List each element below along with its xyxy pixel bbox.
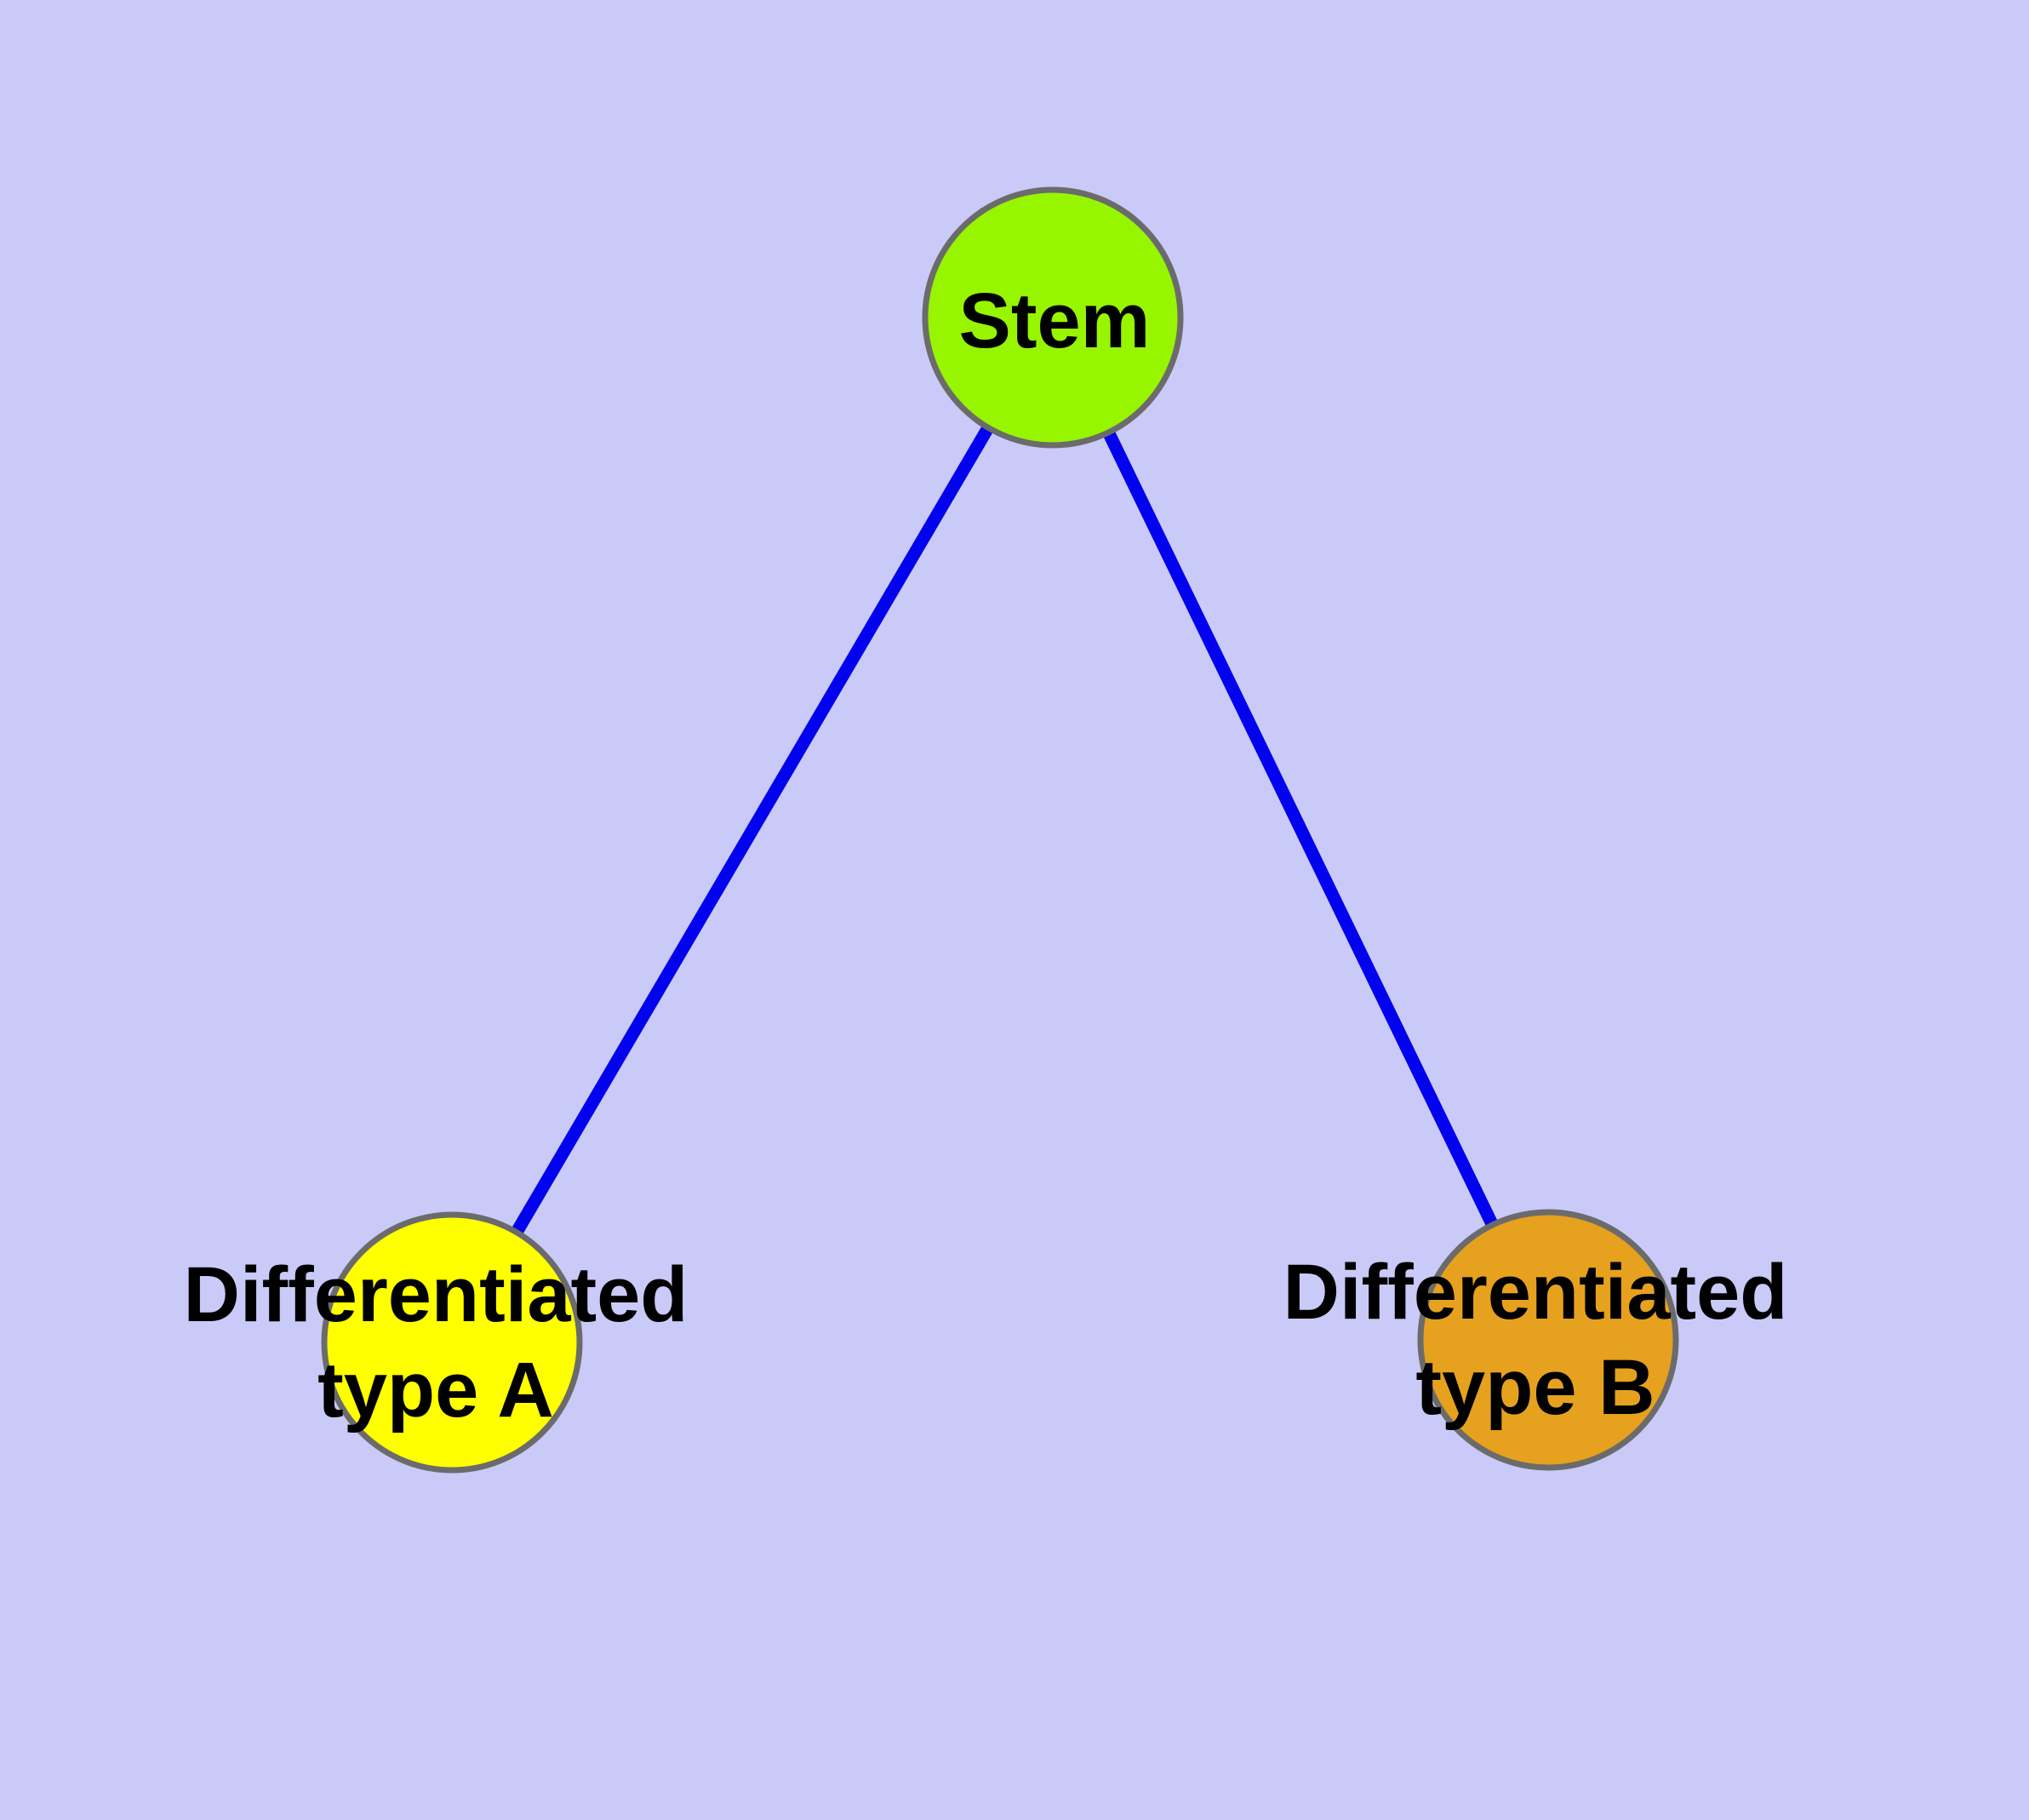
- node-type-b-label-line2: type B: [1415, 1344, 1655, 1431]
- node-type-a-circle: [321, 1211, 583, 1474]
- node-type-a-label-line1: Differentiated: [184, 1251, 689, 1338]
- edge-stem-to-type-b: [1047, 314, 1554, 1343]
- node-differentiated-type-a: Differentiated type A: [184, 1211, 689, 1474]
- node-type-b-circle: [1417, 1209, 1679, 1471]
- node-stem: Stem: [922, 186, 1184, 449]
- node-stem-label: Stem: [959, 278, 1151, 364]
- edge-stem-to-type-a: [446, 314, 1059, 1346]
- node-differentiated-type-b: Differentiated type B: [1283, 1209, 1788, 1471]
- node-stem-circle: [922, 186, 1184, 449]
- node-type-a-label-line2: type A: [317, 1347, 554, 1434]
- node-type-b-label-line1: Differentiated: [1283, 1249, 1788, 1336]
